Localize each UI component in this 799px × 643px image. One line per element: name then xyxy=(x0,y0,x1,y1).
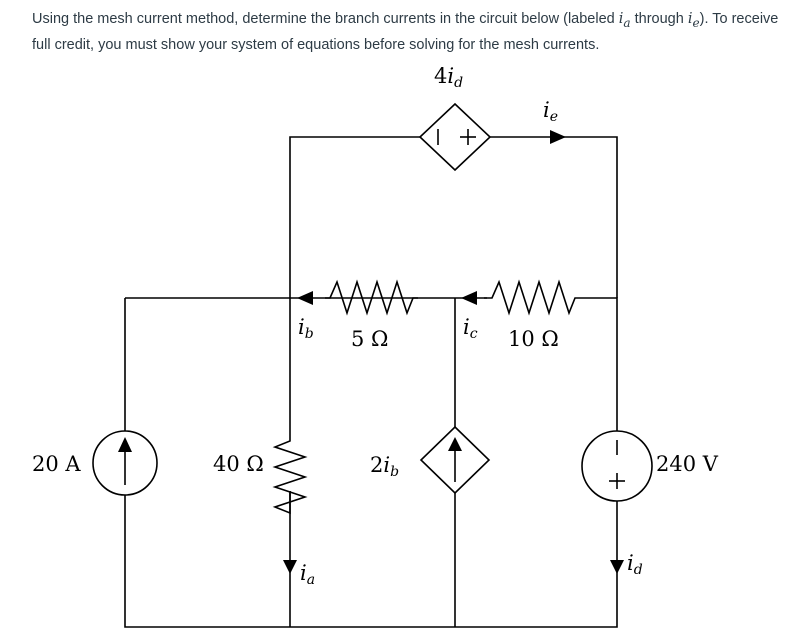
arrow-ie xyxy=(550,130,566,144)
resistor-5-ohm xyxy=(325,279,418,316)
label-dep-current: 2ib xyxy=(370,453,399,480)
var-ia: ia xyxy=(618,11,631,30)
label-dep-voltage: 4id xyxy=(434,64,463,91)
problem-statement: Using the mesh current method, determine… xyxy=(32,8,784,56)
label-ic: ic xyxy=(463,315,478,342)
arrow-id xyxy=(610,560,624,574)
problem-text: Using the mesh current method, determine… xyxy=(32,11,779,53)
current-source-20a xyxy=(92,430,158,496)
wires xyxy=(124,136,618,628)
label-20a: 20 A xyxy=(32,452,81,476)
voltage-source-240v xyxy=(581,430,653,502)
label-10-ohm: 10 Ω xyxy=(508,327,559,351)
var-ie: ie xyxy=(687,11,700,30)
resistor-10-ohm xyxy=(484,279,591,316)
label-5-ohm: 5 Ω xyxy=(351,327,388,351)
arrow-ib xyxy=(297,291,313,305)
label-ia: ia xyxy=(300,561,315,588)
label-ie: ie xyxy=(543,98,558,125)
label-id: id xyxy=(627,551,643,578)
label-40-ohm: 40 Ω xyxy=(213,452,264,476)
label-240v: 240 V xyxy=(656,452,719,476)
arrow-ia xyxy=(283,560,297,574)
label-ib: ib xyxy=(298,315,314,342)
dependent-current-source xyxy=(419,425,491,495)
resistor-40-ohm xyxy=(272,437,308,515)
dependent-voltage-source xyxy=(418,102,492,172)
arrow-ic xyxy=(461,291,477,305)
